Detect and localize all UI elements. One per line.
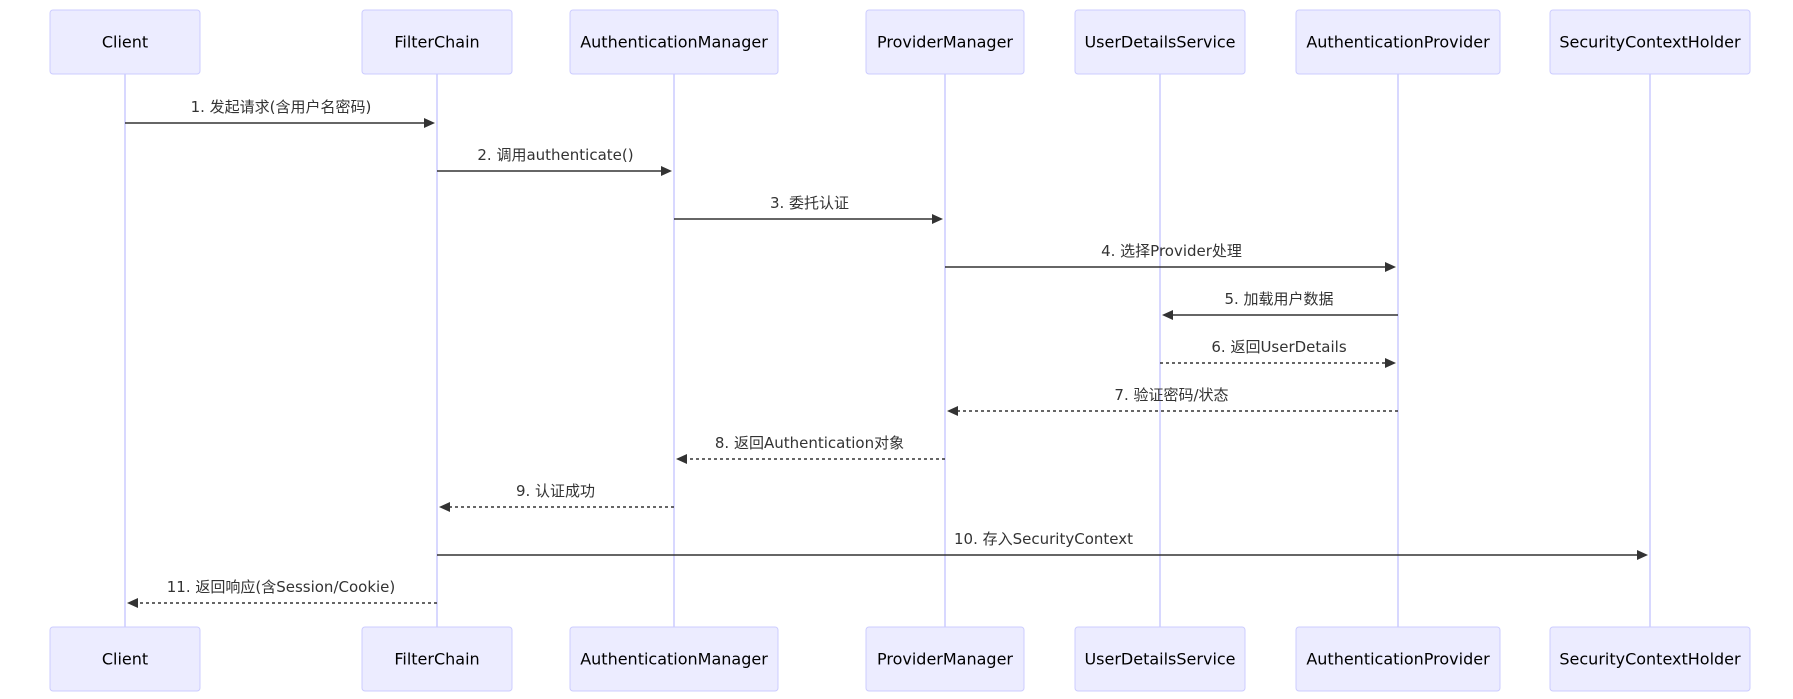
- arrowhead-icon: [1637, 550, 1648, 560]
- actor-authentication-provider-top: AuthenticationProvider: [1295, 9, 1501, 75]
- arrowhead-icon: [127, 598, 138, 608]
- message-4: 4. 选择Provider处理: [945, 242, 1396, 272]
- actor-label: ProviderManager: [877, 33, 1013, 52]
- actor-security-context-holder-top: SecurityContextHolder: [1549, 9, 1751, 75]
- actor-provider-manager-top: ProviderManager: [865, 9, 1025, 75]
- message-label: 8. 返回Authentication对象: [715, 434, 904, 452]
- arrowhead-icon: [661, 166, 672, 176]
- actor-box: [1549, 626, 1751, 692]
- message-label: 10. 存入SecurityContext: [954, 530, 1133, 548]
- messages: 1. 发起请求(含用户名密码) 2. 调用authenticate() 3. 委托认…: [125, 98, 1648, 608]
- message-label: 7. 验证密码/状态: [1114, 386, 1228, 404]
- message-10: 10. 存入SecurityContext: [437, 530, 1648, 560]
- arrowhead-icon: [439, 502, 450, 512]
- message-9: 9. 认证成功: [439, 482, 674, 512]
- actor-filter-chain-top: FilterChain: [361, 9, 513, 75]
- actor-box: [361, 9, 513, 75]
- actor-box: [49, 9, 201, 75]
- arrowhead-icon: [932, 214, 943, 224]
- message-2: 2. 调用authenticate(): [437, 146, 672, 176]
- actor-user-details-service-bottom: UserDetailsService: [1074, 626, 1246, 692]
- actor-label: FilterChain: [394, 33, 479, 52]
- message-1: 1. 发起请求(含用户名密码): [125, 98, 435, 128]
- message-7: 7. 验证密码/状态: [947, 386, 1398, 416]
- message-3: 3. 委托认证: [674, 194, 943, 224]
- actor-label: AuthenticationManager: [580, 33, 768, 52]
- actor-box: [569, 626, 779, 692]
- arrowhead-icon: [1162, 310, 1173, 320]
- message-5: 5. 加载用户数据: [1162, 290, 1398, 320]
- actor-box: [1074, 626, 1246, 692]
- message-label: 9. 认证成功: [516, 482, 595, 500]
- message-8: 8. 返回Authentication对象: [676, 434, 945, 464]
- arrowhead-icon: [424, 118, 435, 128]
- message-11: 11. 返回响应(含Session/Cookie): [127, 578, 437, 608]
- actor-box: [569, 9, 779, 75]
- message-6: 6. 返回UserDetails: [1160, 338, 1396, 368]
- actors-top: Client FilterChain AuthenticationManager Pr…: [49, 9, 1751, 75]
- actor-client-top: Client: [49, 9, 201, 75]
- actor-user-details-service-top: UserDetailsService: [1074, 9, 1246, 75]
- actor-box: [865, 9, 1025, 75]
- message-label: 1. 发起请求(含用户名密码): [191, 98, 372, 116]
- arrowhead-icon: [676, 454, 687, 464]
- actor-label: AuthenticationProvider: [1306, 33, 1490, 52]
- arrowhead-icon: [1385, 358, 1396, 368]
- actor-label: ProviderManager: [877, 650, 1013, 669]
- actor-label: FilterChain: [394, 650, 479, 669]
- actor-box: [1549, 9, 1751, 75]
- actor-provider-manager-bottom: ProviderManager: [865, 626, 1025, 692]
- actor-label: UserDetailsService: [1084, 650, 1235, 669]
- actor-box: [865, 626, 1025, 692]
- actor-label: Client: [102, 650, 148, 669]
- message-label: 5. 加载用户数据: [1224, 290, 1333, 308]
- actor-box: [49, 626, 201, 692]
- actor-label: UserDetailsService: [1084, 33, 1235, 52]
- arrowhead-icon: [1385, 262, 1396, 272]
- actor-authentication-manager-bottom: AuthenticationManager: [569, 626, 779, 692]
- actor-authentication-provider-bottom: AuthenticationProvider: [1295, 626, 1501, 692]
- message-label: 6. 返回UserDetails: [1211, 338, 1346, 356]
- message-label: 11. 返回响应(含Session/Cookie): [167, 578, 396, 596]
- message-label: 4. 选择Provider处理: [1101, 242, 1242, 260]
- actor-label: SecurityContextHolder: [1559, 33, 1741, 52]
- actor-label: Client: [102, 33, 148, 52]
- actor-box: [1295, 626, 1501, 692]
- actor-label: AuthenticationManager: [580, 650, 768, 669]
- actor-box: [1295, 9, 1501, 75]
- arrowhead-icon: [947, 406, 958, 416]
- actor-client-bottom: Client: [49, 626, 201, 692]
- actors-bottom: Client FilterChain AuthenticationManager Pr…: [49, 626, 1751, 692]
- actor-box: [1074, 9, 1246, 75]
- actor-label: SecurityContextHolder: [1559, 650, 1741, 669]
- lifelines: [124, 74, 1651, 627]
- actor-security-context-holder-bottom: SecurityContextHolder: [1549, 626, 1751, 692]
- message-label: 3. 委托认证: [770, 194, 849, 212]
- actor-filter-chain-bottom: FilterChain: [361, 626, 513, 692]
- actor-box: [361, 626, 513, 692]
- actor-authentication-manager-top: AuthenticationManager: [569, 9, 779, 75]
- message-label: 2. 调用authenticate(): [477, 146, 633, 164]
- actor-label: AuthenticationProvider: [1306, 650, 1490, 669]
